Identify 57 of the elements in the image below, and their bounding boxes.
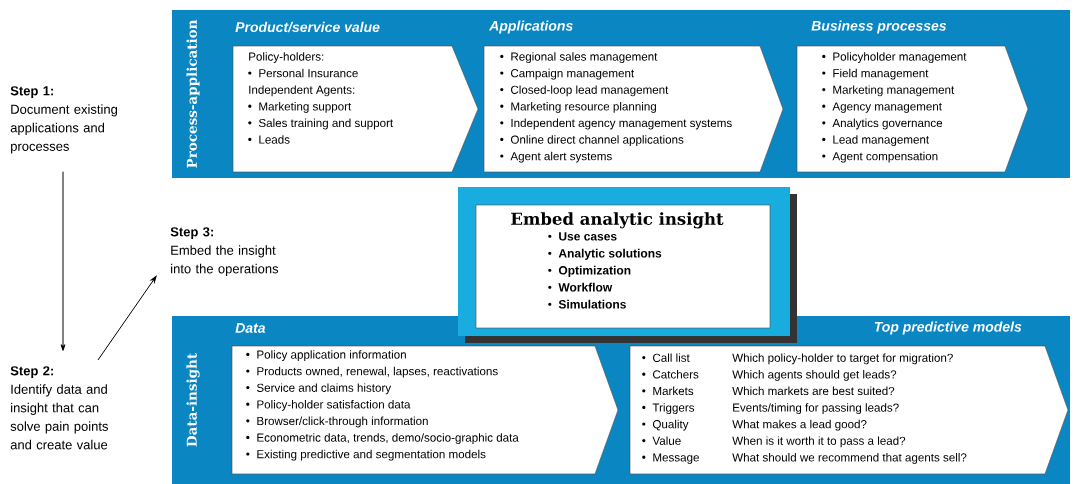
- chevron-box: Call list Which policy-holder to target for migration? Catchers Which agents should get leads? Markets Which markets are best suited? Triggers Events/timing for passing leads? Quality What makes a lead good? Value When is it worth it to pass a lead? Message What should we recommend that agents sell?: [629, 345, 1069, 475]
- node-label: Browser/click-through information: [257, 416, 428, 428]
- node-label: When is it worth it to pass a lead?: [732, 436, 906, 448]
- node-label: Policy-holders:: [249, 52, 324, 64]
- arrow: [60, 171, 66, 351]
- node-label: Markets: [653, 386, 694, 396]
- node-label: Sales training and support: [258, 118, 394, 130]
- node-label: Catchers: [653, 370, 699, 379]
- node-label: Agent alert systems: [510, 151, 612, 163]
- node-label: Existing predictive and segmentation models: [257, 449, 486, 461]
- node-label: Leads: [259, 135, 290, 144]
- section-heading: Product/service value: [235, 21, 380, 33]
- step-text: Step 2: Identify data and insight that can solve pain points and create value: [10, 366, 108, 450]
- node-label: Products owned, renewal, lapses, reactivations: [257, 366, 498, 378]
- node-label: Value: [652, 436, 681, 445]
- node-label: Campaign management: [511, 68, 635, 80]
- section-heading: Top predictive models: [874, 321, 1022, 335]
- node-label: Marketing support: [259, 101, 352, 113]
- node-label: Personal Insurance: [259, 68, 358, 78]
- node-label: Agent compensation: [832, 151, 938, 163]
- node-label: Marketing management: [833, 85, 955, 97]
- node-label: Policyholder management: [833, 52, 967, 64]
- chevron-box: Policy application information Products owned, renewal, lapses, reactivations Service and claims history Policy-holder satisfaction data Browser/click-through information Econometric data, trends, demo/socio-graphic data Existing predictive and segmentation models: [231, 345, 619, 475]
- node-label: Events/timing for passing leads?: [733, 403, 899, 415]
- step-text: Step 1: Document existing applications and processes: [10, 86, 117, 154]
- node-label: Call list: [653, 353, 690, 362]
- node-label: Regional sales management: [511, 52, 658, 64]
- node-label: Policy-holder satisfaction data: [257, 399, 411, 411]
- node-label: Independent Agents:: [249, 85, 355, 97]
- chevron-box: Regional sales management Campaign management Closed-loop lead management Marketing resource planning Independent agency management systems Online direct channel applications Agent alert systems: [483, 45, 784, 173]
- section-heading: Data: [235, 323, 266, 333]
- node-label: Closed-loop lead management: [511, 85, 669, 97]
- node-label: Policy application information: [257, 350, 406, 362]
- node-label: Online direct channel applications: [510, 135, 684, 147]
- chevron-box: Policyholder management Field management Marketing management Agency management Analytics governance Lead management Agent compensation: [796, 45, 1029, 173]
- node-label: What makes a lead good?: [732, 419, 867, 431]
- section-heading: Applications: [488, 20, 573, 34]
- node-label: Which agents should get leads?: [732, 370, 897, 381]
- node-label: Quality: [652, 419, 689, 431]
- node-label: Which markets are best suited?: [732, 386, 895, 396]
- node-label: Field management: [833, 68, 929, 80]
- node-label: Econometric data, trends, demo/socio-graphic data: [257, 433, 519, 445]
- node-label: Service and claims history: [256, 383, 392, 395]
- arrow: [97, 275, 157, 361]
- node-label: Analytics governance: [832, 118, 943, 130]
- chevron-box: Policy-holders: Personal Insurance Independent Agents: Marketing support Sales training and support Leads: [232, 45, 479, 173]
- node-label: Independent agency management systems: [511, 118, 732, 130]
- node-label: Which policy-holder to target for migration?: [732, 353, 953, 365]
- highlight-box: Embed analytic insight Use cases Analytic solutions Optimization Workflow Simulations: [458, 187, 797, 343]
- node-label: Message: [653, 453, 699, 464]
- node-label: What should we recommend that agents sell?: [732, 453, 967, 464]
- node-label: Lead management: [833, 135, 930, 147]
- node-label: Triggers: [652, 403, 695, 415]
- node-label: Marketing resource planning: [511, 101, 656, 113]
- node-label: Agency management: [832, 102, 942, 113]
- section-heading: Business processes: [811, 20, 947, 34]
- step-text: Step 3: Embed the insight into the operations: [170, 227, 279, 276]
